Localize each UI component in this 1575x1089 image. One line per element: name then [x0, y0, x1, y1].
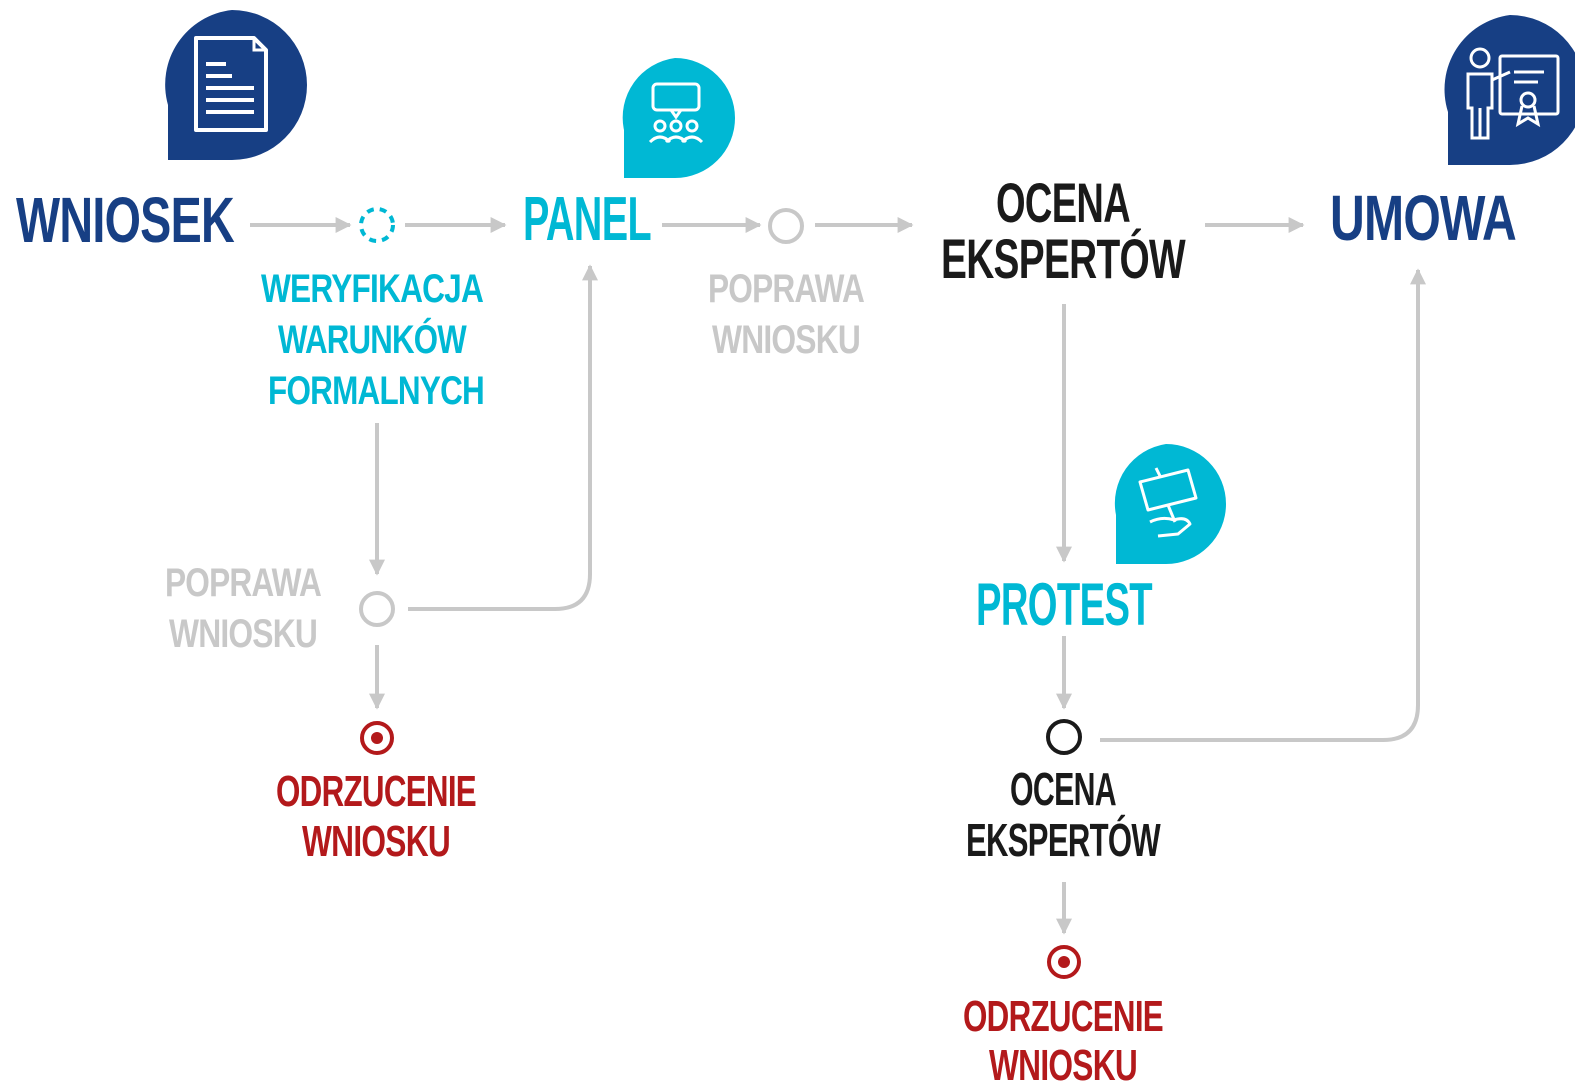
poprawa-left-node	[359, 591, 395, 627]
poprawa-left-label-line1: POPRAWA	[165, 561, 321, 605]
poprawa-top-node	[768, 208, 804, 244]
weryfikacja-node	[359, 207, 395, 243]
odrzucenie-bottom-label-line2: WNIOSKU	[989, 1041, 1137, 1089]
weryfikacja-label-line2: WARUNKÓW	[278, 316, 467, 362]
panel-label: PANEL	[523, 185, 651, 254]
poprawa-top-label-line1: POPRAWA	[708, 267, 864, 311]
rejection-left-node	[360, 721, 394, 755]
odrzucenie-bottom-label-line1: ODRZUCENIE	[963, 992, 1163, 1041]
wniosek-label: WNIOSEK	[16, 184, 235, 256]
weryfikacja-label-line3: FORMALNYCH	[268, 369, 484, 413]
arrow-poprawa-left-to-panel	[408, 264, 598, 611]
ocena-top-label-line1: OCENA	[996, 171, 1130, 234]
weryfikacja-label-line1: WERYFIKACJA	[261, 267, 483, 311]
ocena-bottom-node	[1046, 719, 1082, 755]
odrzucenie-left-label-line2: WNIOSKU	[302, 817, 450, 866]
presenter-certificate-icon	[1444, 15, 1575, 165]
meeting-chat-icon	[622, 58, 735, 178]
ocena-bottom-label-line2: EKSPERTÓW	[966, 814, 1161, 866]
protest-label: PROTEST	[976, 571, 1152, 638]
document-icon	[165, 10, 307, 160]
poprawa-top-label-line2: WNIOSKU	[712, 318, 860, 362]
ocena-top-label-line2: EKSPERTÓW	[941, 227, 1186, 290]
connector-lines	[250, 217, 1426, 935]
arrow-ocena-bottom-to-umowa	[1100, 268, 1426, 742]
protest-sign-icon	[1114, 444, 1226, 564]
umowa-label: UMOWA	[1330, 182, 1516, 254]
odrzucenie-left-label-line1: ODRZUCENIE	[276, 767, 476, 816]
poprawa-left-label-line2: WNIOSKU	[169, 612, 317, 656]
ocena-bottom-label-line1: OCENA	[1010, 763, 1116, 815]
rejection-bottom-node	[1047, 945, 1081, 979]
